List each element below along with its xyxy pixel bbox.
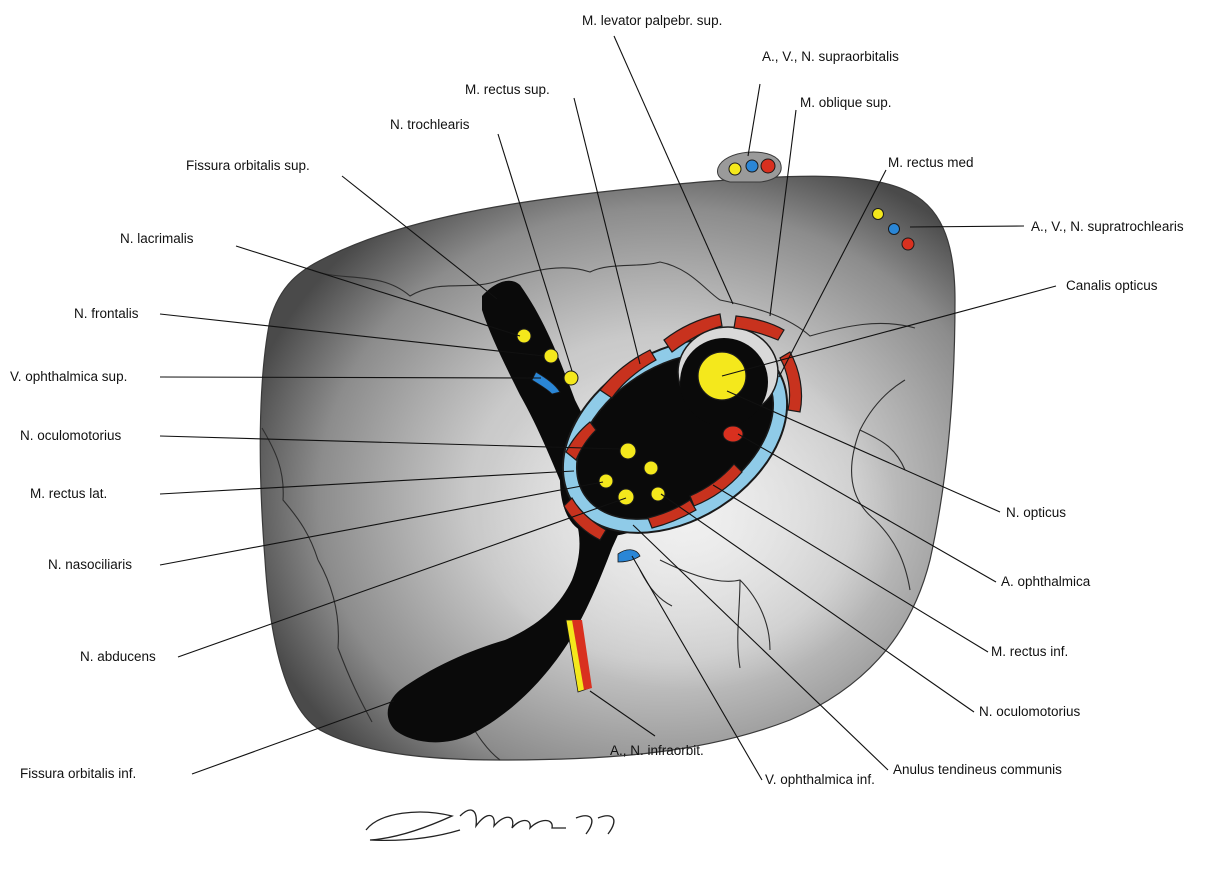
label-canalis-opticus: Canalis opticus bbox=[1066, 278, 1158, 293]
label-anulus: Anulus tendineus communis bbox=[893, 762, 1062, 777]
label-fissura-inf: Fissura orbitalis inf. bbox=[20, 766, 136, 781]
label-obliquus-sup: M. oblique sup. bbox=[800, 95, 892, 110]
label-oculomotorius-left: N. oculomotorius bbox=[20, 428, 122, 443]
label-infraorbit: A., N. infraorbit. bbox=[610, 743, 704, 758]
label-rectus-sup: M. rectus sup. bbox=[465, 82, 550, 97]
label-oculomotorius-right: N. oculomotorius bbox=[979, 704, 1081, 719]
label-nasociliaris: N. nasociliaris bbox=[48, 557, 132, 572]
label-rectus-med: M. rectus med bbox=[888, 155, 974, 170]
label-a-ophthalmica: A. ophthalmica bbox=[1001, 574, 1091, 589]
artist-signature bbox=[366, 810, 614, 840]
label-v-ophth-sup: V. ophthalmica sup. bbox=[10, 369, 127, 384]
label-fissura-sup: Fissura orbitalis sup. bbox=[186, 158, 310, 173]
label-levator: M. levator palpebr. sup. bbox=[582, 13, 722, 28]
label-v-ophth-inf: V. ophthalmica inf. bbox=[765, 772, 875, 787]
label-trochlearis: N. trochlearis bbox=[390, 117, 470, 132]
label-rectus-lat: M. rectus lat. bbox=[30, 486, 107, 501]
label-rectus-inf: M. rectus inf. bbox=[991, 644, 1068, 659]
label-opticus: N. opticus bbox=[1006, 505, 1066, 520]
label-supratrochlearis: A., V., N. supratrochlearis bbox=[1031, 219, 1184, 234]
label-lacrimalis: N. lacrimalis bbox=[120, 231, 194, 246]
label-frontalis: N. frontalis bbox=[74, 306, 139, 321]
a-ophthalmica-shape bbox=[723, 426, 743, 442]
label-abducens: N. abducens bbox=[80, 649, 156, 664]
label-supraorbitalis: A., V., N. supraorbitalis bbox=[762, 49, 899, 64]
